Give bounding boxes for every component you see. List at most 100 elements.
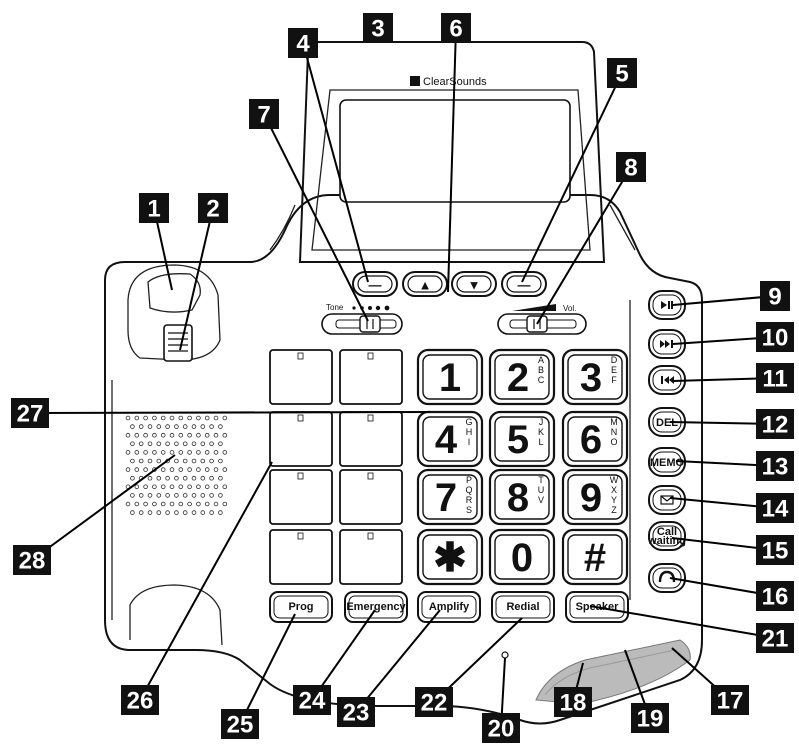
- grille-hole: [209, 475, 214, 481]
- side-button-6[interactable]: [648, 485, 686, 515]
- grille-hole: [174, 510, 179, 515]
- callout-number: 1: [147, 196, 160, 223]
- callout-10: 10: [756, 322, 794, 352]
- callout-number: 26: [127, 688, 154, 715]
- nav-button-2[interactable]: ▲: [402, 271, 448, 297]
- hook-switch[interactable]: [163, 324, 193, 362]
- memory-button-2[interactable]: [339, 349, 403, 405]
- grille-hole: [160, 467, 166, 472]
- key-1[interactable]: 1: [416, 348, 484, 406]
- key-0[interactable]: 0: [488, 528, 556, 586]
- nav-button-1[interactable]: —: [352, 271, 398, 297]
- key-hash[interactable]: #: [561, 528, 629, 586]
- callout-line-2: [179, 207, 214, 351]
- callout-23: 23: [337, 697, 375, 727]
- grille-hole: [156, 458, 162, 464]
- grille-hole: [156, 510, 162, 515]
- callout-17: 17: [711, 685, 749, 715]
- grille-hole: [209, 424, 214, 429]
- tone-dots: [352, 305, 390, 311]
- callout-16: 16: [756, 581, 794, 611]
- grille-hole: [165, 510, 170, 515]
- tone-slider[interactable]: [321, 313, 403, 335]
- grille-hole: [130, 441, 135, 447]
- side-button-label: MEMO: [650, 457, 685, 469]
- grille-hole: [191, 510, 197, 515]
- grille-hole: [169, 501, 175, 507]
- grille-hole: [147, 475, 153, 481]
- key-digit: 2: [507, 356, 529, 400]
- callout-number: 4: [296, 31, 310, 58]
- callout-26: 26: [121, 685, 159, 715]
- grille-hole: [134, 415, 140, 421]
- grille-hole: [213, 467, 219, 472]
- grille-hole: [218, 458, 223, 464]
- grille-hole: [125, 467, 131, 472]
- nav-button-3[interactable]: ▼: [451, 271, 497, 297]
- memory-button-7[interactable]: [269, 529, 333, 585]
- side-button-1[interactable]: [648, 290, 686, 320]
- grille-hole: [209, 458, 214, 464]
- callout-number: 15: [762, 538, 789, 565]
- memory-button-5[interactable]: [269, 469, 333, 525]
- grille-hole: [156, 441, 162, 447]
- memory-button-6[interactable]: [339, 469, 403, 525]
- callout-number: 27: [17, 401, 44, 428]
- callout-number: 25: [227, 712, 254, 739]
- down-arrow-icon: ▼: [468, 278, 481, 293]
- grille-hole: [143, 484, 148, 490]
- callout-number: 19: [637, 706, 664, 733]
- grille-hole: [178, 501, 184, 507]
- grille-hole: [222, 467, 228, 472]
- grille-hole: [134, 501, 140, 507]
- grille-hole: [187, 501, 192, 507]
- emergency-button[interactable]: Emergency: [344, 591, 408, 623]
- grille-hole: [160, 484, 166, 490]
- side-button-8[interactable]: [648, 563, 686, 593]
- memory-button-1[interactable]: [269, 349, 333, 405]
- callout-25: 25: [221, 709, 259, 739]
- grille-hole: [209, 441, 214, 447]
- callout-number: 28: [19, 548, 46, 575]
- redial-button[interactable]: Redial: [491, 591, 555, 623]
- side-button-label: waiting: [647, 535, 686, 547]
- grille-hole: [191, 458, 197, 464]
- prog-button[interactable]: Prog: [269, 591, 333, 623]
- grille-hole: [200, 424, 206, 429]
- grille-hole: [174, 493, 179, 498]
- grille-hole: [187, 432, 192, 438]
- callout-line-25: [239, 613, 296, 725]
- grille-hole: [200, 493, 206, 498]
- grille-hole: [182, 424, 188, 429]
- grille-hole: [200, 458, 206, 464]
- callout-line-28: [31, 454, 176, 561]
- callout-13: 13: [756, 451, 794, 481]
- memory-button-8[interactable]: [339, 529, 403, 585]
- memory-button-4[interactable]: [339, 411, 403, 467]
- callout-number: 3: [371, 16, 384, 43]
- callout-line-5: [521, 72, 623, 283]
- key-letter: K: [538, 427, 544, 437]
- side-button-4[interactable]: DEL: [648, 407, 686, 437]
- key-letter: D: [611, 355, 618, 365]
- callout-number: 20: [488, 716, 515, 743]
- amplify-button[interactable]: Amplify: [417, 591, 481, 623]
- key-star[interactable]: ✱: [416, 528, 484, 586]
- grille-hole: [191, 493, 197, 498]
- key-letter: W: [610, 475, 619, 485]
- grille-hole: [165, 493, 170, 498]
- callout-number: 2: [206, 196, 219, 223]
- memory-button-3[interactable]: [269, 411, 333, 467]
- side-button-5[interactable]: MEMO: [648, 447, 686, 477]
